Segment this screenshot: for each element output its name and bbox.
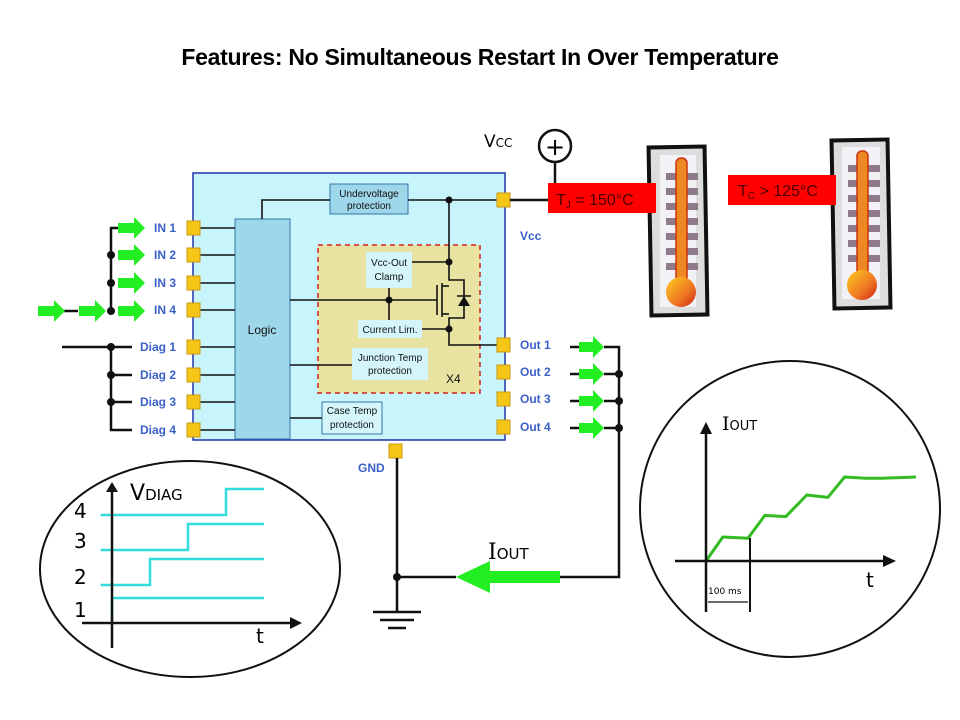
vdiag-series-2: [100, 557, 264, 587]
arrow-right-icon: [79, 300, 106, 322]
junction-temp-label-1: Junction Temp: [358, 353, 423, 364]
case-temp-text: TC > 125°C: [738, 183, 818, 202]
channel-multiplier: X4: [446, 372, 461, 386]
vdiag-series-4: [100, 487, 264, 517]
arrow-right-icon: [579, 390, 604, 412]
vdiag-y-arrow-icon: [106, 482, 118, 492]
input-arrows: [38, 217, 145, 322]
vdiag-y-label: VDIAG: [130, 481, 183, 506]
arrow-right-icon: [118, 244, 145, 266]
pin-in1-label: IN 1: [154, 221, 176, 235]
case-temp-block: [321, 401, 383, 435]
pin-out4-label: Out 4: [520, 420, 551, 434]
clamp-label-1: Vcc-Out: [371, 258, 407, 269]
iout-interval-label: 100 ms: [708, 587, 742, 597]
pin-out1-label: Out 1: [520, 338, 551, 352]
pin-in2-label: IN 2: [154, 248, 176, 262]
output-arrows: [456, 336, 604, 593]
logic-block: [234, 218, 291, 440]
external-wires-right: [373, 162, 621, 630]
vdiag-series-label-3: 3: [74, 529, 87, 553]
pin-out2-label: Out 2: [520, 365, 551, 379]
pin-in3-label: IN 3: [154, 276, 176, 290]
arrow-right-icon: [579, 336, 604, 358]
junction-temp-text: TJ = 150°C: [556, 192, 634, 211]
iout-y-label: IOUT: [722, 413, 757, 435]
thermometer-junction-icon: [646, 144, 710, 318]
vcc-supply-label: VCC: [484, 132, 512, 152]
pin-diag2-label: Diag 2: [140, 368, 176, 382]
arrow-right-icon: [118, 272, 145, 294]
arrow-right-icon: [118, 300, 145, 322]
vdiag-x-label: t: [256, 624, 264, 648]
diode-icon: [458, 296, 470, 306]
logic-label: Logic: [248, 323, 277, 337]
arrow-right-icon: [38, 300, 65, 322]
voltage-source-icon: [537, 128, 573, 164]
pin-diag1-label: Diag 1: [140, 340, 176, 354]
undervoltage-label-2: protection: [347, 201, 391, 212]
iout-chart: [704, 475, 917, 562]
vdiag-x-arrow-icon: [290, 617, 302, 629]
iout-chart-frame: [639, 360, 941, 658]
current-limit-label: Current Lim.: [362, 325, 417, 336]
iout-y-arrow-icon: [700, 422, 712, 434]
junction-dots: [385, 196, 453, 333]
thermometer-case-icon: [829, 137, 893, 311]
junction-temp-badge: [548, 183, 656, 213]
undervoltage-block: [329, 183, 409, 215]
junction-temp-block: [352, 348, 428, 380]
plus-icon: +: [545, 133, 565, 161]
case-temp-label-1: Case Temp: [327, 406, 378, 417]
vdiag-series-label-4: 4: [74, 499, 87, 523]
pin-diag4-label: Diag 4: [140, 423, 176, 437]
current-arrow-left-icon: [456, 561, 560, 593]
case-temp-badge: [728, 175, 836, 205]
iout-series-line: [704, 475, 917, 562]
vdiag-series-label-2: 2: [74, 565, 87, 589]
arrow-right-icon: [118, 217, 145, 239]
chip-pins: [186, 192, 511, 459]
undervoltage-label-1: Undervoltage: [339, 189, 399, 200]
pin-gnd-label: GND: [358, 461, 385, 475]
iout-x-label: t: [866, 568, 874, 592]
vdiag-series-3: [100, 522, 264, 552]
clamp-label-2: Clamp: [375, 272, 404, 283]
case-temp-label-2: protection: [330, 420, 374, 431]
clamp-block: [366, 252, 412, 288]
current-label: IOUT: [488, 540, 529, 565]
pin-diag3-label: Diag 3: [140, 395, 176, 409]
iout-x-arrow-icon: [883, 555, 896, 567]
pin-in4-label: IN 4: [154, 303, 176, 317]
arrow-right-icon: [579, 417, 604, 439]
junction-temp-label-2: protection: [368, 366, 412, 377]
slide-title: Features: No Simultaneous Restart In Ove…: [181, 44, 779, 70]
pin-vcc-label: Vcc: [520, 229, 542, 243]
arrow-right-icon: [579, 363, 604, 385]
vdiag-series-label-1: 1: [74, 598, 87, 622]
pin-out3-label: Out 3: [520, 392, 551, 406]
current-limit-block: [358, 320, 422, 338]
